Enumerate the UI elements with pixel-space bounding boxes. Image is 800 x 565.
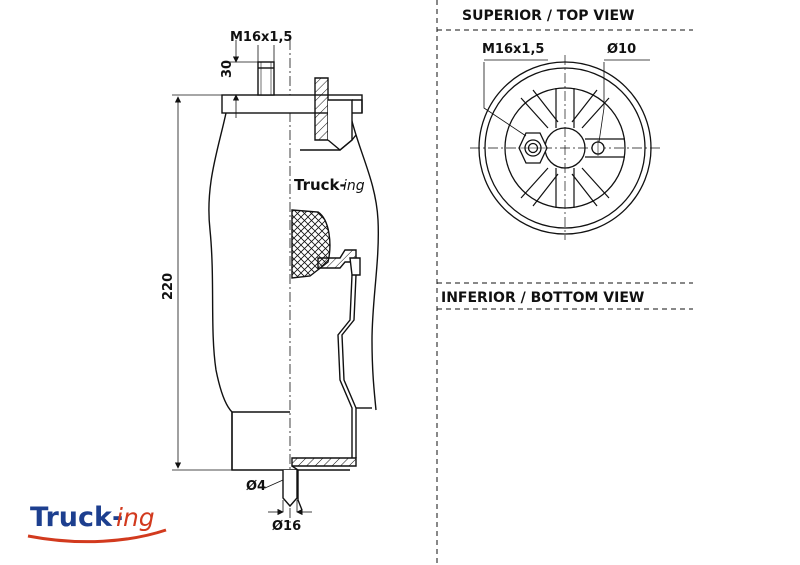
top-thread-label: M16x1,5 xyxy=(482,42,544,57)
top-bracket-section xyxy=(314,77,329,141)
top-hole-label: Ø10 xyxy=(607,42,636,57)
truck-ing-logo: Truck- ing xyxy=(27,502,167,544)
body-logo-text-2: ing xyxy=(343,178,365,194)
body-logo-text-1: Truck- xyxy=(294,176,346,194)
hole-leader xyxy=(598,62,605,143)
logo-text-accent: ing xyxy=(116,503,155,532)
bottom-view-title: INFERIOR / BOTTOM VIEW xyxy=(441,290,644,306)
bottom-base-section xyxy=(291,457,357,467)
side-dimensions xyxy=(172,40,312,516)
stud-thread-label: M16x1,5 xyxy=(230,30,292,45)
bottom-hole-label: Ø4 xyxy=(246,479,266,494)
top-stud xyxy=(257,61,275,96)
logo-swoosh xyxy=(27,528,167,544)
view-dividers xyxy=(436,0,693,565)
bottom-diameter-label: Ø16 xyxy=(272,519,301,534)
thread-leader xyxy=(483,62,527,137)
air-spring-side-view xyxy=(208,40,380,525)
overall-height-label: 220 xyxy=(161,273,176,300)
bottom-pin xyxy=(282,470,298,508)
logo-text-main: Truck- xyxy=(30,502,123,533)
top-view-drawing xyxy=(470,55,660,240)
piston-wall xyxy=(337,274,353,458)
bellow-outline-right xyxy=(349,112,380,411)
body-logo: Truck- ing xyxy=(294,176,365,194)
bellow-outline-left xyxy=(208,112,233,470)
top-view-title: SUPERIOR / TOP VIEW xyxy=(462,8,634,24)
radial-ribs xyxy=(520,88,625,208)
stud-height-label: 30 xyxy=(220,60,235,78)
